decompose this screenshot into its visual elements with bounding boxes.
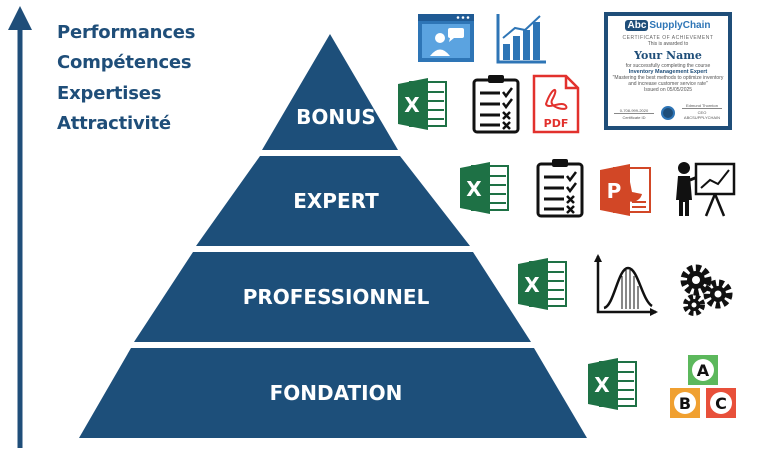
certificate-issued: Issued on 05/05/2025 xyxy=(643,87,693,93)
checklist-icon xyxy=(472,75,520,134)
svg-text:B: B xyxy=(679,394,691,413)
excel-icon: X xyxy=(588,358,637,410)
svg-text:X: X xyxy=(594,373,610,397)
tier-fondation xyxy=(79,348,587,438)
svg-text:PDF: PDF xyxy=(544,117,569,130)
svg-text:X: X xyxy=(524,273,540,297)
certificate-for-text: for successfully completing the course xyxy=(625,63,711,69)
svg-text:X: X xyxy=(404,93,420,117)
svg-text:C: C xyxy=(715,394,727,413)
tier-label-professionnel: PROFESSIONNEL xyxy=(243,285,430,309)
bar-chart-icon xyxy=(496,14,546,64)
tier-label-expert: EXPERT xyxy=(293,189,379,213)
distribution-curve-icon xyxy=(594,254,658,316)
excel-icon: X xyxy=(518,258,567,310)
certificate-heading: CERTIFICATE OF ACHIEVEMENT xyxy=(622,35,714,41)
tier-professionnel xyxy=(134,252,531,342)
excel-icon: X xyxy=(460,162,509,214)
tier-expert xyxy=(196,156,470,246)
tier-label-bonus: BONUS xyxy=(296,105,376,129)
tier-label-fondation: FONDATION xyxy=(270,381,403,405)
tier-bonus xyxy=(262,34,398,150)
presenter-chart-icon xyxy=(676,162,736,217)
growth-arrow-head xyxy=(8,6,32,30)
certificate-course: Inventory Management Expert xyxy=(628,69,708,75)
goal-attractivite: Attractivité xyxy=(57,113,171,134)
svg-text:A: A xyxy=(697,361,710,380)
video-presentation-icon xyxy=(418,14,474,62)
checklist-icon xyxy=(536,159,584,218)
certificate-id: 0-708-999-2020 Certificate ID xyxy=(614,108,654,120)
powerpoint-icon: P xyxy=(600,164,651,216)
svg-text:P: P xyxy=(607,179,622,203)
goal-competences: Compétences xyxy=(57,52,192,73)
gears-icon xyxy=(680,264,733,316)
certificate-name: Your Name xyxy=(634,49,702,62)
certificate-presented: This is awarded to xyxy=(647,41,689,47)
goal-expertises: Expertises xyxy=(57,83,162,104)
certificate-seal-icon xyxy=(661,106,675,120)
abc-blocks-icon: A B C xyxy=(670,355,736,418)
svg-text:X: X xyxy=(466,177,482,201)
goal-performances: Performances xyxy=(57,22,196,43)
certificate-signature: Edmund Thornton CEO ABCSUPPLYCHAIN xyxy=(682,103,722,120)
excel-icon: X xyxy=(398,78,447,130)
pdf-icon: PDF xyxy=(532,74,580,134)
certificate-quote: "Mastering the best methods to optimize … xyxy=(612,75,724,87)
